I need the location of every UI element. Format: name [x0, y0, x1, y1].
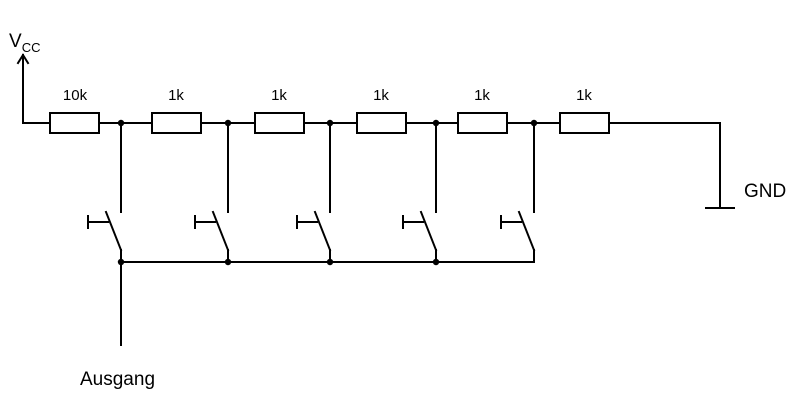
- resistor-2: [151, 112, 202, 134]
- gnd-label: GND: [744, 181, 786, 202]
- resistor-1-label: 10k: [63, 87, 88, 104]
- switch-1: [87, 122, 123, 263]
- switch-4: [402, 122, 438, 263]
- junction-dot: [432, 258, 440, 266]
- resistor-5: [457, 112, 508, 134]
- junction-dot: [224, 119, 232, 127]
- junction-dot: [326, 119, 334, 127]
- resistor-3-label: 1k: [271, 87, 287, 104]
- vcc-label-main: V: [9, 31, 22, 52]
- output-label: Ausgang: [80, 369, 155, 390]
- switch-3: [296, 122, 332, 263]
- resistor-3: [254, 112, 305, 134]
- vcc-label: VCC: [9, 31, 40, 55]
- resistor-6-label: 1k: [576, 87, 592, 104]
- resistor-6: [559, 112, 610, 134]
- junction-dot: [530, 119, 538, 127]
- junction-dot: [117, 119, 125, 127]
- switch-5: [500, 122, 536, 263]
- resistor-4: [356, 112, 407, 134]
- resistor-1: [49, 112, 100, 134]
- resistor-2-label: 1k: [168, 87, 184, 104]
- vcc-label-sub: CC: [22, 40, 41, 55]
- junction-dot: [117, 258, 125, 266]
- junction-dot: [224, 258, 232, 266]
- switch-2: [194, 122, 230, 263]
- junction-dot: [432, 119, 440, 127]
- junction-dot: [326, 258, 334, 266]
- resistor-5-label: 1k: [474, 87, 490, 104]
- resistor-4-label: 1k: [373, 87, 389, 104]
- output-bus: [120, 261, 535, 346]
- vcc-arrow: [16, 53, 30, 124]
- resistor-chain-wires: [22, 122, 721, 209]
